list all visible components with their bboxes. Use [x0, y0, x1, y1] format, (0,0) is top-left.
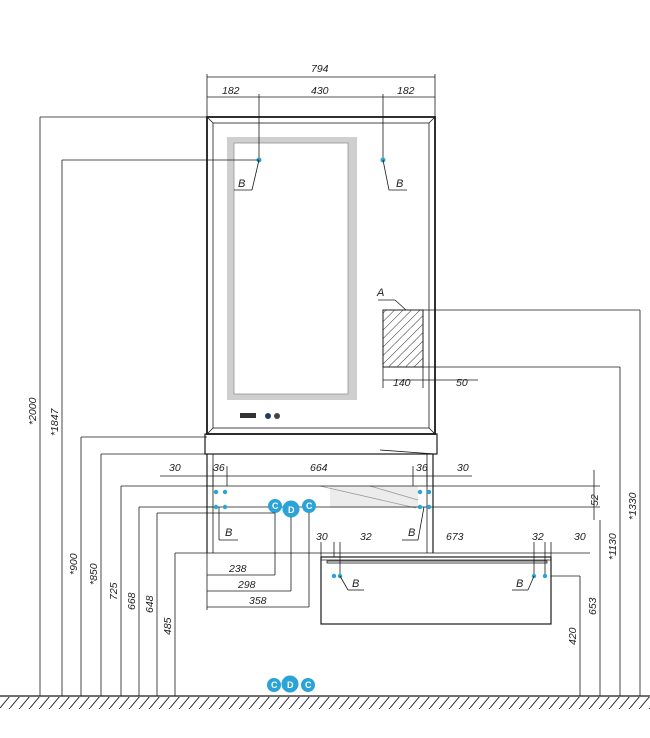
label-b-2: B	[396, 178, 403, 190]
badge-c-3: C	[271, 680, 278, 690]
shelf-dim-36-left: 36	[213, 462, 225, 474]
shelf-dim-30-left: 30	[169, 462, 181, 474]
mirror-glass	[233, 142, 349, 395]
dim-2000: *2000	[27, 397, 39, 425]
dim-420: 420	[567, 627, 579, 645]
badge-d-2: D	[287, 680, 294, 690]
dim-648: 648	[144, 595, 156, 613]
dim-794: 794	[311, 63, 329, 75]
dim-298: 298	[237, 579, 256, 591]
dim-182-right: 182	[397, 85, 415, 97]
dim-1847: *1847	[49, 407, 61, 436]
dim-430: 430	[311, 85, 329, 97]
badge-c-2: C	[306, 501, 313, 511]
dim-238: 238	[228, 563, 247, 575]
shelf-dim-664: 664	[310, 462, 328, 474]
label-b-1: B	[238, 178, 245, 190]
dim-52: 52	[589, 494, 601, 506]
shelf-dimension-lines	[160, 466, 472, 486]
right-vertical-dimension-lines	[423, 309, 641, 696]
drawer-mount-points	[331, 573, 548, 591]
badge-group-shelf	[268, 499, 316, 518]
badge-c-1: C	[272, 501, 279, 511]
drawer-dim-30-left: 30	[316, 531, 328, 543]
dim-1130: *1130	[607, 533, 619, 560]
wall-cutout-a	[378, 299, 478, 388]
mount-point-b-1	[234, 157, 262, 191]
label-a: A	[376, 287, 384, 299]
badge-group-floor	[267, 675, 315, 693]
mount-point-b-2	[380, 157, 407, 191]
dim-725: 725	[108, 582, 120, 600]
switch-panel	[240, 413, 280, 419]
floor	[0, 695, 650, 709]
dim-900: *900	[68, 553, 80, 575]
badge-d-1: D	[288, 505, 295, 515]
label-b-drawer-left: B	[352, 578, 359, 590]
drawer-dimension-lines	[175, 542, 590, 577]
label-b-drawer-right: B	[516, 578, 523, 590]
dim-140: 140	[393, 377, 411, 389]
drawer-dim-30-right: 30	[574, 531, 586, 543]
drawer-dim-32-left: 32	[360, 531, 372, 543]
shelf-unit	[204, 433, 438, 553]
label-b-shelf-right: B	[408, 527, 415, 539]
shelf-dim-30-right: 30	[457, 462, 469, 474]
dim-50: 50	[456, 377, 468, 389]
drawer-unit	[320, 556, 552, 625]
dim-668: 668	[126, 592, 138, 610]
dim-653: 653	[587, 597, 599, 615]
label-b-shelf-left: B	[225, 527, 232, 539]
dim-52-lines	[433, 470, 600, 520]
dim-1330: *1330	[627, 492, 639, 520]
bottom-left-dimension-lines	[206, 513, 310, 610]
dim-358: 358	[249, 595, 267, 607]
badge-c-4: C	[305, 680, 312, 690]
shelf-dim-36-right: 36	[416, 462, 428, 474]
dim-850: *850	[88, 563, 100, 585]
top-dimension-lines	[206, 74, 436, 161]
left-vertical-dimension-lines	[39, 116, 275, 696]
dim-182-left: 182	[222, 85, 240, 97]
mirror-cabinet	[206, 116, 436, 435]
shelf-mount-points	[213, 489, 432, 541]
drawer-dim-32-right: 32	[532, 531, 544, 543]
dim-485: 485	[162, 617, 174, 635]
drawer-dim-673: 673	[446, 531, 464, 543]
